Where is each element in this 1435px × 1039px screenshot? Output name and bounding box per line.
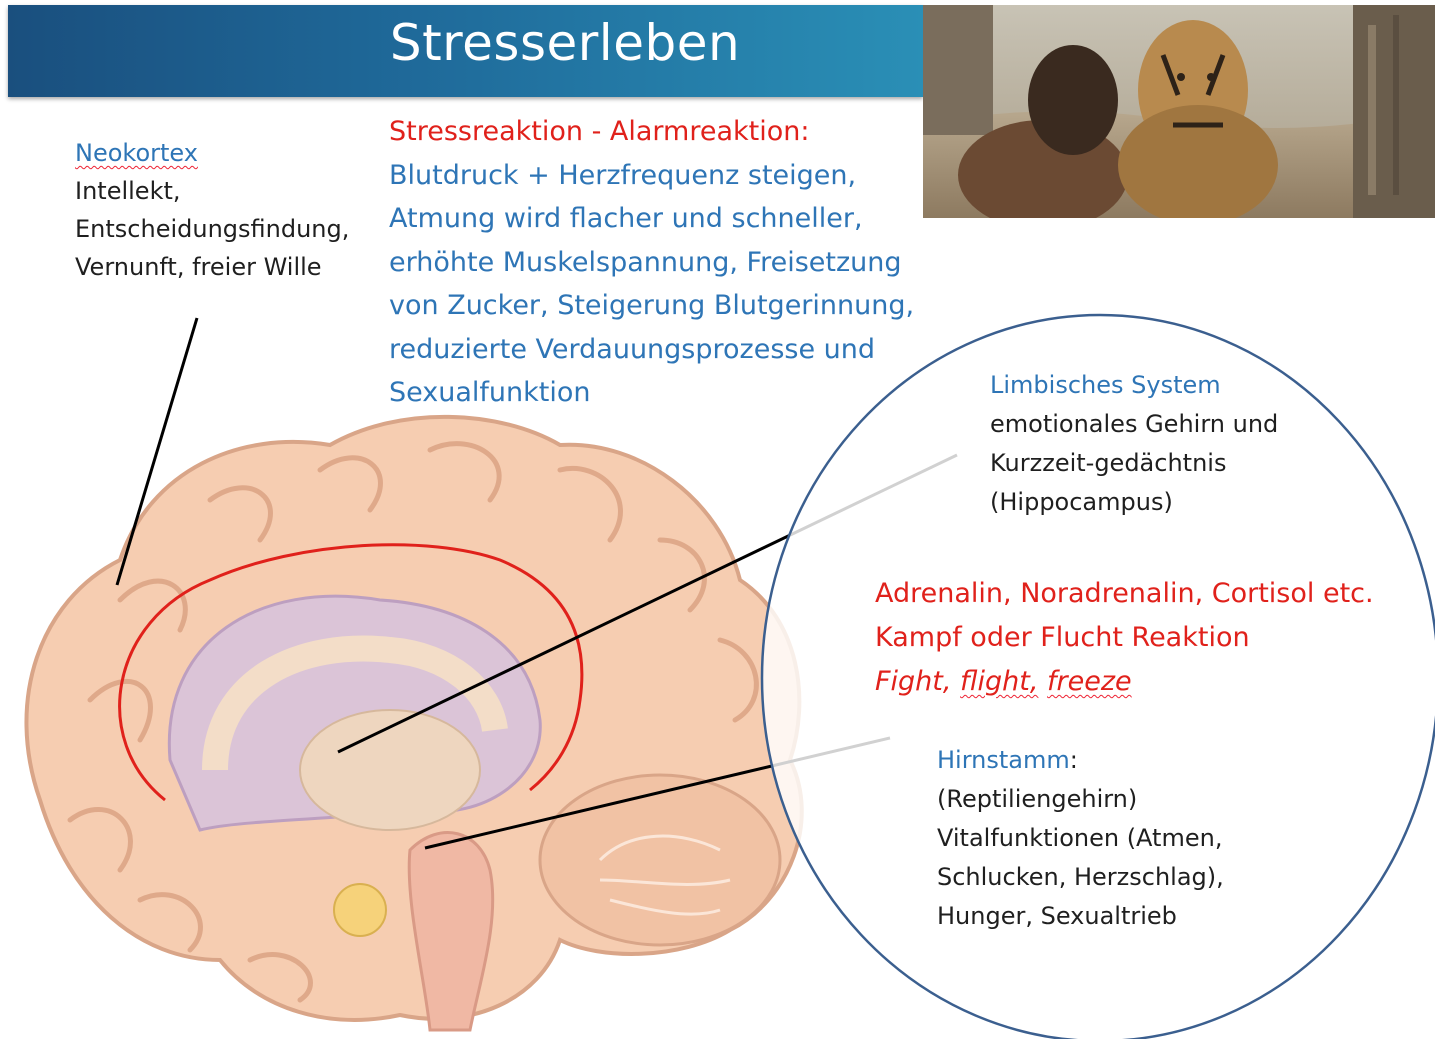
- hirnstamm-block: Hirnstamm: (Reptiliengehirn) Vitalfunkti…: [937, 741, 1277, 936]
- hirnstamm-heading: Hirnstamm: [937, 746, 1070, 774]
- freeze-word: freeze: [1047, 666, 1132, 697]
- hirnstamm-line: Hunger, Sexualtrieb: [937, 897, 1277, 936]
- limbisch-line: (Hippocampus): [990, 483, 1320, 522]
- hormones-line: Kampf oder Flucht Reaktion: [875, 616, 1435, 660]
- limbisch-line: emotionales Gehirn und: [990, 405, 1320, 444]
- fight-flight-freeze: Fight, flight, freeze: [875, 660, 1435, 704]
- hormones-line: Adrenalin, Noradrenalin, Cortisol etc.: [875, 572, 1435, 616]
- limbisch-block: Limbisches System emotionales Gehirn und…: [990, 366, 1320, 522]
- hirnstamm-line: (Reptiliengehirn): [937, 780, 1277, 819]
- hirnstamm-line: Schlucken, Herzschlag),: [937, 858, 1277, 897]
- cerebellum: [540, 775, 780, 945]
- hirnstamm-heading-row: Hirnstamm:: [937, 741, 1277, 780]
- limbisch-heading: Limbisches System: [990, 366, 1320, 405]
- hirnstamm-colon: :: [1070, 746, 1078, 774]
- hormones-block: Adrenalin, Noradrenalin, Cortisol etc. K…: [875, 572, 1435, 704]
- fight-word: Fight,: [875, 666, 951, 697]
- limbisch-line: Kurzzeit-gedächtnis: [990, 444, 1320, 483]
- flight-word: flight,: [960, 666, 1038, 697]
- hirnstamm-line: Vitalfunktionen (Atmen,: [937, 819, 1277, 858]
- pituitary: [334, 884, 386, 936]
